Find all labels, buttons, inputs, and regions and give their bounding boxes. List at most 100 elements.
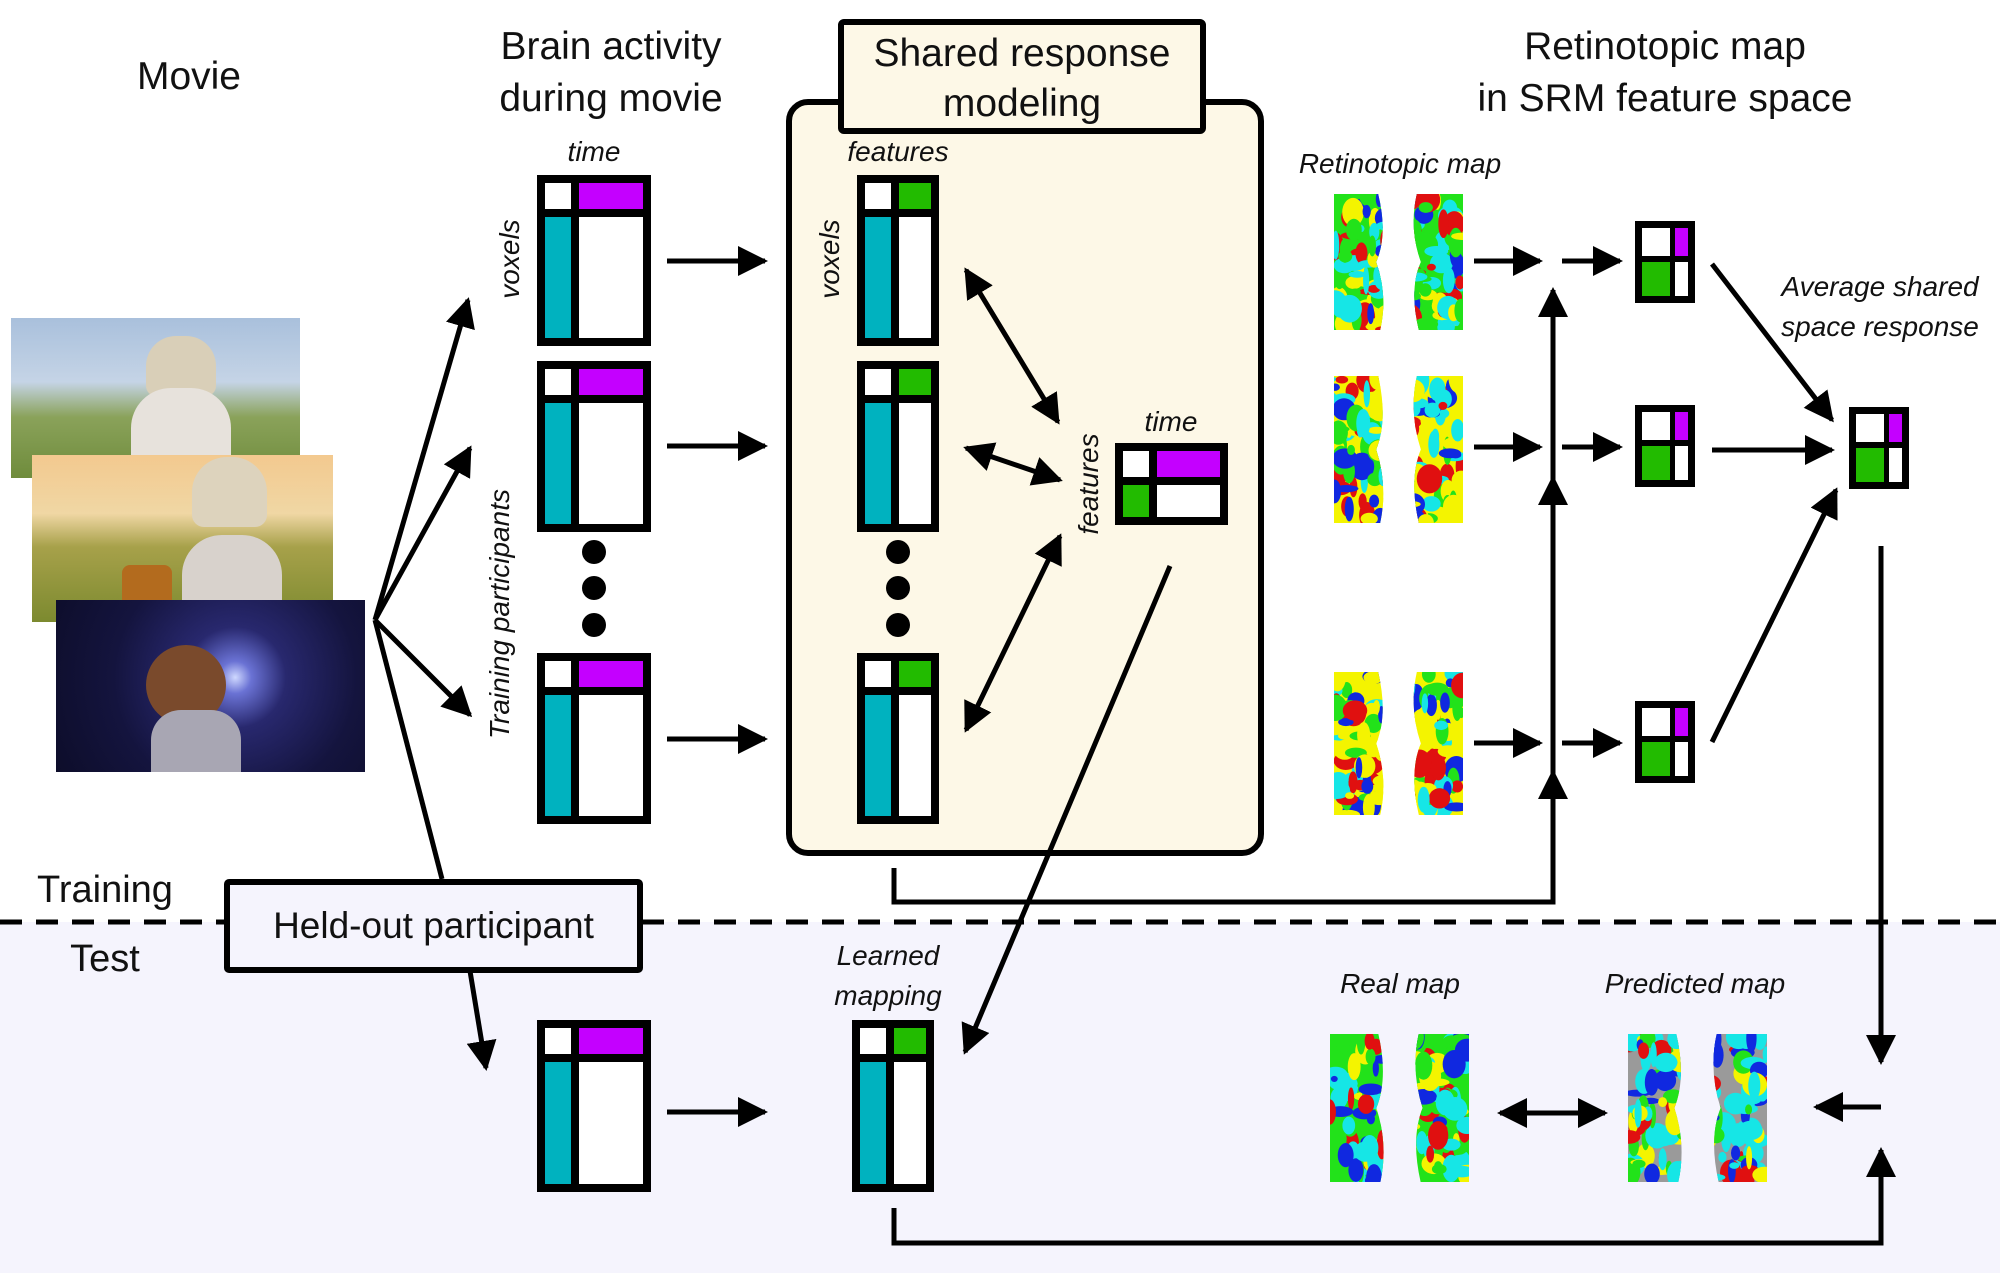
time-label: time [567, 136, 621, 167]
body-cell [899, 403, 931, 524]
body-cell [579, 403, 643, 524]
srm-title-line2: modeling [942, 82, 1102, 125]
body-cell [579, 217, 643, 338]
corner-cell [1123, 451, 1149, 477]
top-cell [1675, 228, 1688, 256]
srm-feed-line [891, 290, 1556, 905]
retinotopic-title-line1: Retinotopic map [1524, 25, 1806, 68]
shared-time-label: time [1144, 406, 1198, 437]
mapping-feed-line [891, 1160, 1884, 1246]
top-cell [899, 183, 931, 209]
held-out-participant-box: Held-out participant [224, 879, 643, 973]
movie-to-participantN-arrow [373, 618, 473, 718]
corner-cell [1856, 414, 1884, 442]
top-cell [1675, 412, 1688, 440]
top-cell [894, 1028, 926, 1054]
top-cell [899, 369, 931, 395]
real-map-label: Real map [1340, 968, 1460, 999]
body-cell [1675, 446, 1688, 480]
left-cell [1856, 448, 1884, 482]
srm-weight-matrix [857, 653, 939, 824]
srm-title-line1: Shared response [873, 32, 1171, 75]
body-cell [1675, 742, 1688, 776]
training-label: Training [37, 869, 173, 911]
learned-mapping-label-line2: mapping [834, 980, 942, 1011]
heldout-data-matrix [537, 1020, 651, 1192]
left-cell [1642, 446, 1670, 480]
avg-in-arrow-1 [1710, 262, 1834, 423]
character-hat [146, 336, 216, 396]
character-hat [192, 457, 267, 527]
top-cell [579, 369, 643, 395]
predicted-map-label: Predicted map [1604, 968, 1786, 999]
left-cell [865, 217, 891, 338]
retinotopic-map-2 [1334, 376, 1463, 523]
corner-cell [865, 661, 891, 687]
corner-cell [545, 183, 571, 209]
feature-space-map-matrix [1635, 221, 1695, 303]
body-cell [894, 1062, 926, 1184]
w2-shared-double-arrow [963, 442, 1063, 486]
srm-weight-matrix [857, 361, 939, 532]
left-cell [1642, 262, 1670, 296]
top-cell [579, 1028, 643, 1054]
corner-cell [1642, 228, 1670, 256]
learned-mapping-label-line1: Learned [836, 940, 940, 971]
learned-mapping-matrix [852, 1020, 934, 1192]
brain-activity-title-line2: during movie [499, 77, 723, 120]
retinotopic-map-label: Retinotopic map [1298, 148, 1502, 179]
features-label: features [847, 136, 949, 167]
real-map [1330, 1034, 1469, 1182]
srm-to-learned-mapping-arrow [961, 565, 1173, 1055]
brain-activity-title-line1: Brain activity [500, 25, 722, 68]
corner-cell [865, 369, 891, 395]
body-cell [1157, 485, 1220, 517]
participant-data-matrix [537, 653, 651, 824]
top-cell [899, 661, 931, 687]
left-cell [865, 403, 891, 524]
ellipsis-dot [886, 576, 910, 600]
ellipsis-dot [886, 540, 910, 564]
movie-to-heldout-line [372, 619, 445, 880]
body-cell [899, 695, 931, 816]
corner-cell [1642, 412, 1670, 440]
left-cell [545, 695, 571, 816]
movie-frame-1 [11, 318, 300, 478]
corner-cell [860, 1028, 886, 1054]
retinotopic-title-line2: in SRM feature space [1477, 77, 1853, 120]
top-cell [579, 183, 643, 209]
top-cell [1889, 414, 1902, 442]
top-cell [1675, 708, 1688, 736]
body-cell [579, 695, 643, 816]
movie-frame-3 [56, 600, 365, 772]
top-cell [579, 661, 643, 687]
avg-shared-label-line2: space response [1781, 311, 1979, 342]
test-label: Test [70, 938, 140, 980]
body-cell [899, 217, 931, 338]
avg-in-arrow-3 [1709, 487, 1839, 744]
left-cell [860, 1062, 886, 1184]
ellipsis-dot [582, 540, 606, 564]
corner-cell [545, 1028, 571, 1054]
heldout-to-matrix-arrow [466, 970, 497, 1071]
w1-shared-double-arrow [963, 267, 1061, 425]
retinotopic-map-3 [1334, 672, 1463, 815]
left-cell [545, 1062, 571, 1184]
left-cell [865, 695, 891, 816]
corner-cell [865, 183, 891, 209]
movie-to-participant2-arrow [372, 445, 473, 622]
body-cell [579, 1062, 643, 1184]
left-cell [545, 403, 571, 524]
character-body [151, 710, 241, 772]
wN-shared-double-arrow [963, 533, 1063, 733]
ellipsis-dot [582, 613, 606, 637]
retinotopic-map-1 [1334, 194, 1463, 330]
participant-data-matrix [537, 361, 651, 532]
participant-data-matrix [537, 175, 651, 346]
movie-to-participant1-arrow [372, 297, 475, 621]
corner-cell [1642, 708, 1670, 736]
body-cell [1889, 448, 1902, 482]
ellipsis-dot [582, 576, 606, 600]
ellipsis-dot [886, 613, 910, 637]
